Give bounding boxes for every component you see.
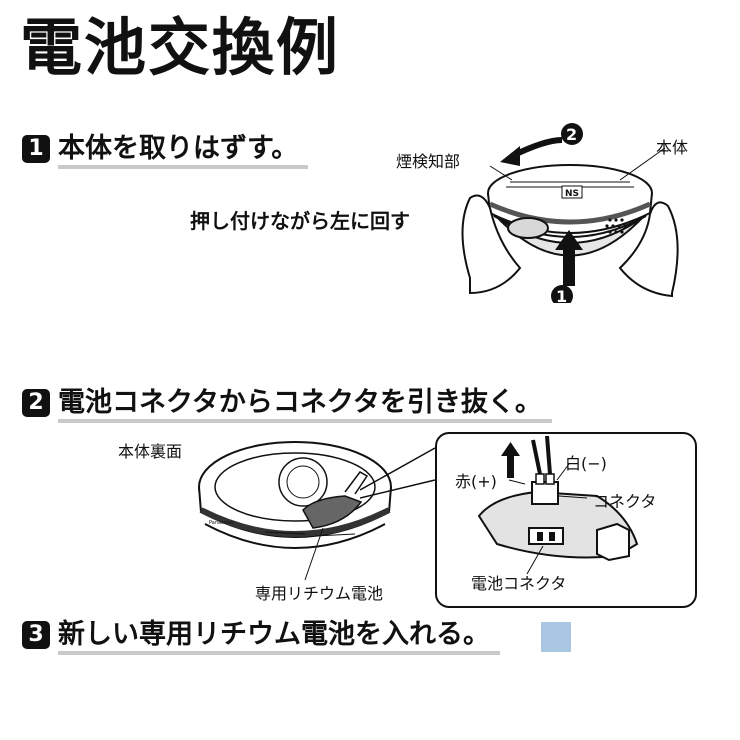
label-main-body: 本体: [656, 138, 689, 157]
label-battery-connector: 電池コネクタ: [471, 574, 567, 593]
step-3-text: 新しい専用リチウム電池を入れる。: [58, 618, 500, 655]
step-1-instruction: 押し付けながら左に回す: [190, 209, 410, 233]
detector-removal-illustration: NS 2 1: [461, 123, 679, 303]
connector-detail-illustration: [477, 435, 639, 575]
label-red-plus: 赤(+): [455, 472, 497, 491]
label-connector: コネクタ: [593, 492, 657, 511]
step-2-text: 電池コネクタからコネクタを引き抜く。: [58, 386, 552, 423]
device-mark: NS: [565, 189, 579, 199]
step-3-heading: 3 新しい専用リチウム電池を入れる。: [22, 618, 500, 655]
step-2-number: 2: [22, 389, 50, 417]
step-2-heading: 2 電池コネクタからコネクタを引き抜く。: [22, 386, 552, 423]
label-smoke-sensor: 煙検知部: [396, 152, 461, 171]
page-title: 電池交換例: [20, 11, 341, 84]
connector-detail-panel: 赤(+) 白(−) コネクタ 電池コネクタ: [435, 432, 697, 608]
step-3-number: 3: [22, 621, 50, 649]
label-lithium-battery: 専用リチウム電池: [255, 584, 384, 603]
zoom-callout-lines: [360, 447, 436, 499]
step-1-heading: 1 本体を取りはずす。: [22, 132, 309, 169]
brand-mark: Panasonic: [209, 520, 234, 526]
detector-back-illustration: Panasonic: [198, 441, 392, 581]
step-1-number: 1: [22, 135, 50, 163]
marker-2: 2: [566, 125, 577, 144]
accent-square: [541, 622, 571, 652]
label-back-side: 本体裏面: [118, 442, 183, 461]
label-white-minus: 白(−): [565, 454, 607, 473]
marker-1: 1: [556, 287, 567, 303]
step-1-text: 本体を取りはずす。: [58, 132, 309, 169]
